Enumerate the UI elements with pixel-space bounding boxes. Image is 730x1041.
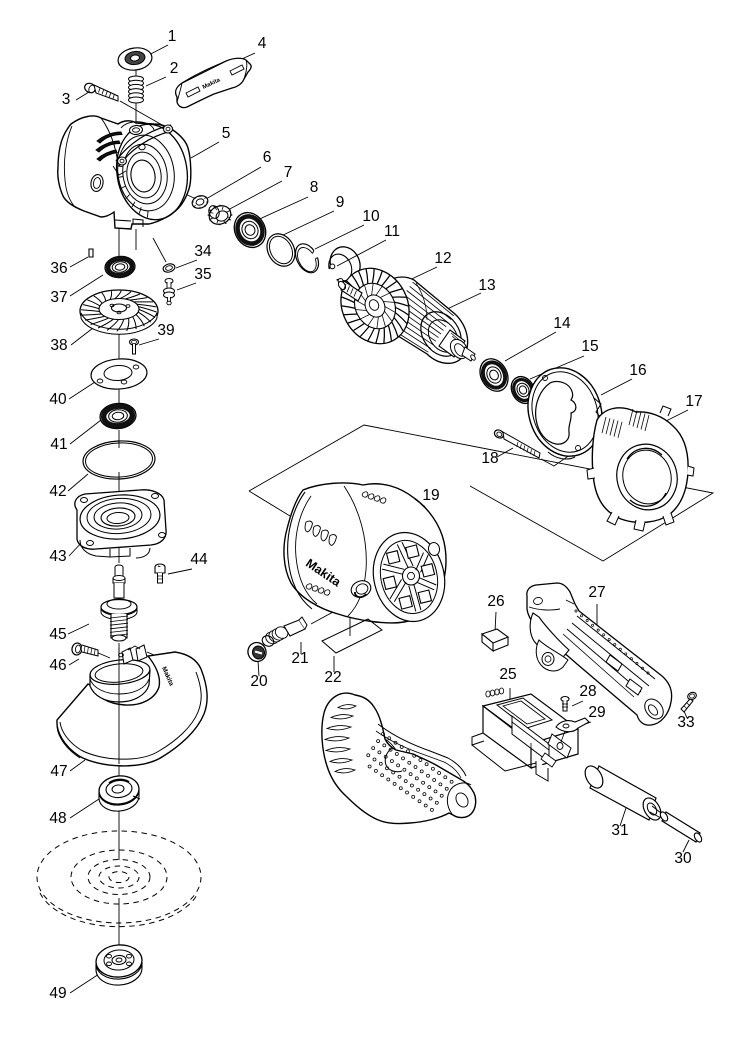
svg-text:37: 37 bbox=[50, 289, 67, 306]
svg-text:21: 21 bbox=[291, 650, 308, 667]
svg-text:22: 22 bbox=[324, 669, 341, 686]
svg-text:19: 19 bbox=[422, 487, 439, 504]
svg-text:48: 48 bbox=[49, 810, 66, 827]
svg-text:5: 5 bbox=[222, 125, 231, 142]
svg-text:9: 9 bbox=[336, 194, 345, 211]
svg-text:42: 42 bbox=[49, 483, 66, 500]
svg-text:3: 3 bbox=[62, 91, 71, 108]
svg-text:31: 31 bbox=[611, 822, 628, 839]
svg-text:14: 14 bbox=[553, 315, 571, 332]
svg-text:38: 38 bbox=[50, 337, 67, 354]
svg-text:18: 18 bbox=[481, 450, 498, 467]
svg-text:8: 8 bbox=[310, 179, 319, 196]
svg-text:16: 16 bbox=[629, 362, 646, 379]
svg-text:27: 27 bbox=[588, 584, 605, 601]
svg-text:41: 41 bbox=[50, 436, 67, 453]
svg-text:1: 1 bbox=[168, 28, 177, 45]
svg-text:30: 30 bbox=[674, 850, 692, 867]
svg-text:13: 13 bbox=[478, 277, 495, 294]
svg-text:20: 20 bbox=[250, 673, 268, 690]
svg-text:34: 34 bbox=[194, 243, 212, 260]
svg-text:15: 15 bbox=[581, 338, 598, 355]
svg-text:36: 36 bbox=[50, 260, 67, 277]
svg-text:4: 4 bbox=[258, 35, 267, 52]
svg-text:44: 44 bbox=[190, 551, 208, 568]
svg-text:6: 6 bbox=[263, 149, 272, 166]
svg-text:11: 11 bbox=[384, 223, 400, 240]
svg-text:28: 28 bbox=[579, 683, 596, 700]
svg-text:7: 7 bbox=[284, 164, 293, 181]
svg-text:45: 45 bbox=[49, 626, 66, 643]
svg-text:35: 35 bbox=[194, 266, 211, 283]
svg-text:39: 39 bbox=[157, 322, 174, 339]
svg-text:47: 47 bbox=[50, 763, 67, 780]
svg-text:29: 29 bbox=[588, 704, 605, 721]
svg-text:49: 49 bbox=[49, 985, 66, 1002]
svg-text:46: 46 bbox=[49, 657, 66, 674]
svg-text:12: 12 bbox=[434, 250, 451, 267]
svg-text:10: 10 bbox=[362, 208, 380, 225]
svg-text:26: 26 bbox=[487, 593, 504, 610]
svg-text:40: 40 bbox=[49, 391, 67, 408]
svg-text:33: 33 bbox=[677, 714, 694, 731]
svg-text:17: 17 bbox=[685, 393, 702, 410]
svg-text:25: 25 bbox=[499, 666, 516, 683]
svg-text:43: 43 bbox=[49, 548, 66, 565]
svg-text:2: 2 bbox=[170, 60, 179, 77]
